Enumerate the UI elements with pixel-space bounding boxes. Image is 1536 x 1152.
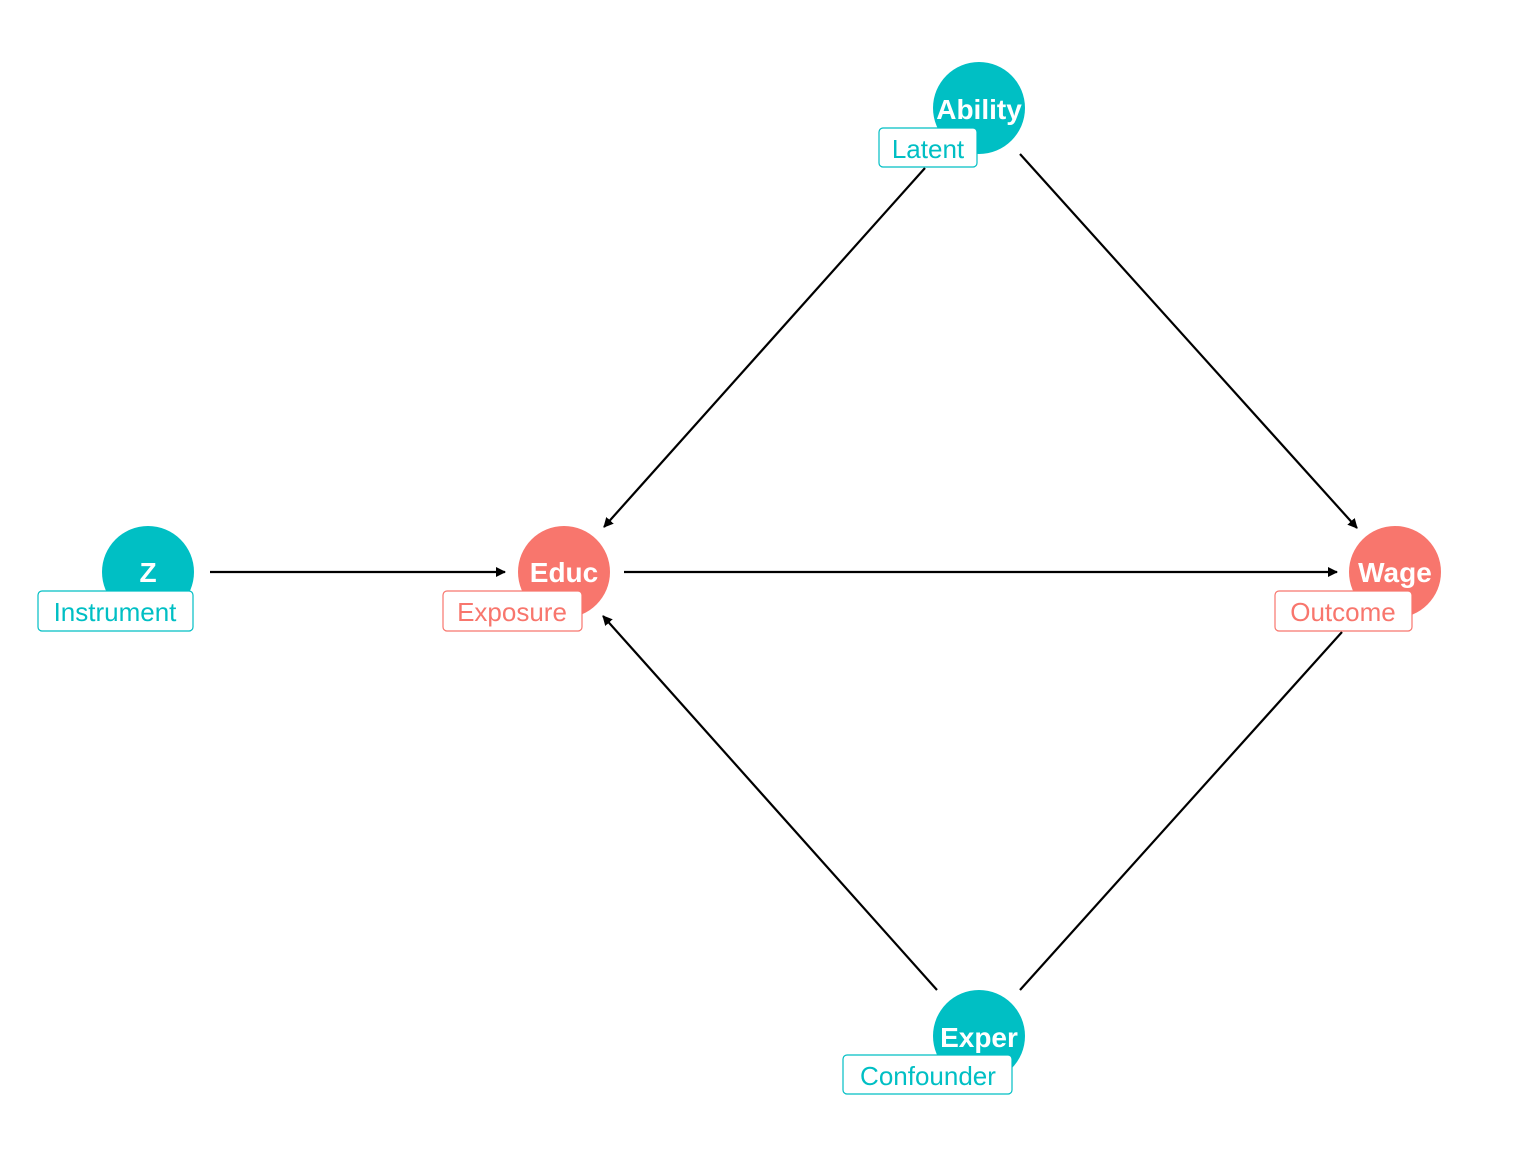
- node-wage-role-box: [1274, 590, 1413, 632]
- node-ability-role-box: [878, 127, 978, 168]
- node-exper-role-box: [842, 1054, 1013, 1095]
- edges: [210, 153, 1358, 991]
- node-z[interactable]: Z Instrument: [37, 526, 194, 632]
- node-wage-role: Outcome: [1290, 597, 1396, 627]
- node-z-role-box: [37, 590, 194, 632]
- node-educ-role-box: [442, 590, 583, 632]
- node-educ-name: Educ: [530, 557, 598, 588]
- edge-ability-educ: [603, 167, 926, 528]
- node-ability[interactable]: Ability Latent: [878, 62, 1025, 168]
- node-educ-role: Exposure: [457, 597, 567, 627]
- node-ability-name: Ability: [936, 94, 1022, 125]
- edge-exper-wage: [1019, 631, 1343, 991]
- node-ability-role: Latent: [892, 134, 965, 164]
- edge-ability-wage: [1019, 153, 1358, 529]
- edge-exper-educ: [602, 615, 938, 991]
- node-z-name: Z: [139, 557, 156, 588]
- node-z-role: Instrument: [54, 597, 178, 627]
- node-educ[interactable]: Educ Exposure: [442, 526, 610, 632]
- node-wage-name: Wage: [1358, 557, 1432, 588]
- node-exper-role: Confounder: [860, 1061, 996, 1091]
- node-exper[interactable]: Exper Confounder: [842, 990, 1025, 1095]
- node-wage[interactable]: Wage Outcome: [1274, 526, 1441, 632]
- node-exper-name: Exper: [940, 1022, 1018, 1053]
